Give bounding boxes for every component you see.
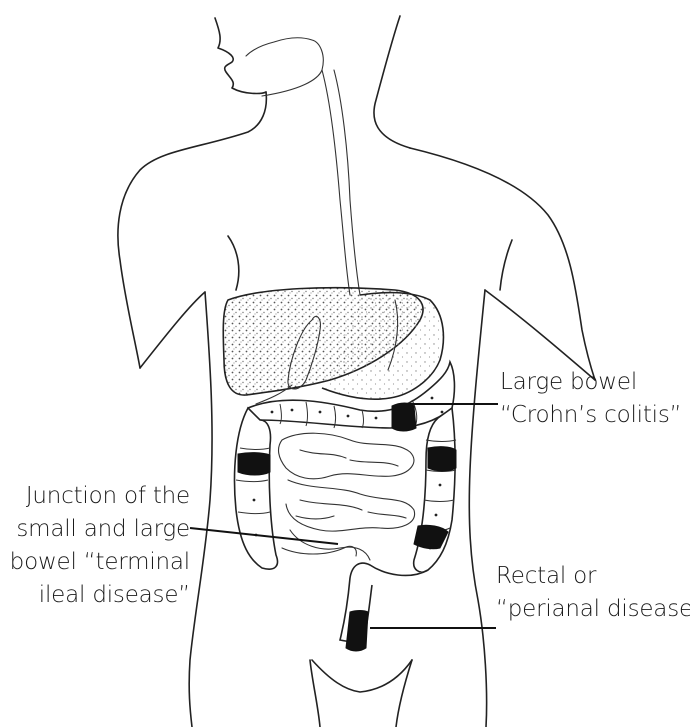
junction-label-line3: bowel “terminal: [10, 546, 190, 579]
oesophagus: [246, 38, 360, 295]
rectal-label-line2: “perianal disease”: [496, 593, 690, 626]
colitis-band-ascending: [238, 453, 270, 475]
colitis-band-descending-1: [428, 447, 456, 471]
rectal-label-line1: Rectal or: [496, 560, 690, 593]
small-bowel: [279, 433, 415, 560]
large-bowel-label: Large bowel “Crohn’s colitis”: [500, 366, 681, 432]
junction-label-line2: small and large: [10, 513, 190, 546]
colitis-band-transverse: [392, 403, 416, 431]
junction-label: Junction of the small and large bowel “t…: [10, 480, 190, 612]
junction-label-line4: ileal disease”: [10, 579, 190, 612]
junction-label-line1: Junction of the: [10, 480, 190, 513]
rectal-label: Rectal or “perianal disease”: [496, 560, 690, 626]
large-bowel-label-line1: Large bowel: [500, 366, 681, 399]
rectal-band: [346, 611, 368, 652]
large-bowel-label-line2: “Crohn’s colitis”: [500, 399, 681, 432]
